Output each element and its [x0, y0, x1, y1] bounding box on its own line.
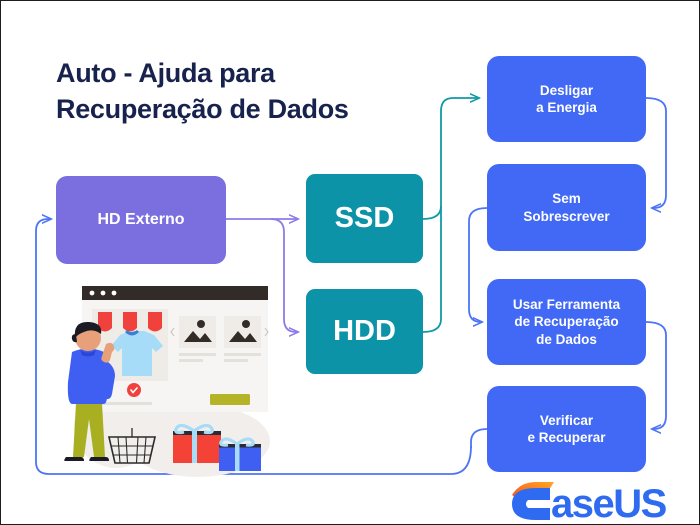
connector-sem-sobrescrever-to-usar-ferramenta — [468, 207, 488, 322]
shopping-basket — [107, 428, 157, 464]
logo-e-mark-icon — [512, 488, 550, 520]
node-usar-ferramenta-de-recuperacao-de-dados[interactable]: Usar Ferramenta de Recuperação de Dados — [487, 279, 646, 365]
node-desligar-a-energia[interactable]: Desligar a Energia — [487, 56, 646, 142]
awning — [98, 312, 162, 332]
online-shopping-illustration — [64, 286, 270, 477]
chevron-left-icon — [170, 327, 175, 337]
cta-button — [210, 394, 250, 405]
connector-verificar-to-bottom-rail — [470, 428, 488, 448]
chevron-right-icon — [264, 327, 269, 337]
person-illustration — [64, 321, 115, 461]
node-ssd[interactable]: SSD — [306, 174, 423, 263]
connector-ssd-to-desligar — [422, 98, 479, 220]
connector-hdd-to-desligar — [422, 206, 442, 333]
product-card-1 — [179, 316, 216, 362]
connector-loop-to-hd-externo — [35, 219, 472, 475]
node-hdd[interactable]: HDD — [306, 289, 423, 374]
easeus-logo: aseUS — [512, 482, 668, 521]
logo-wordmark: aseUS — [551, 482, 667, 521]
connector-hd-to-hdd — [270, 218, 298, 332]
node-verificar-e-recuperar[interactable]: Verificar e Recuperar — [487, 386, 646, 472]
node-hd-externo[interactable]: HD Externo — [56, 176, 226, 264]
connector-usar-ferramenta-to-verificar — [645, 321, 667, 429]
gift-box-red — [173, 423, 221, 463]
connector-desligar-to-sem-sobrescrever — [645, 97, 667, 208]
node-sem-sobrescrever[interactable]: Sem Sobrescrever — [487, 164, 646, 251]
shirt-product — [111, 330, 163, 376]
browser-title-bar — [82, 286, 268, 300]
gift-box-blue — [219, 437, 261, 471]
check-badge — [127, 383, 141, 397]
product-card-2 — [224, 316, 261, 362]
page-title: Auto - Ajuda para Recuperação de Dados — [56, 58, 349, 124]
